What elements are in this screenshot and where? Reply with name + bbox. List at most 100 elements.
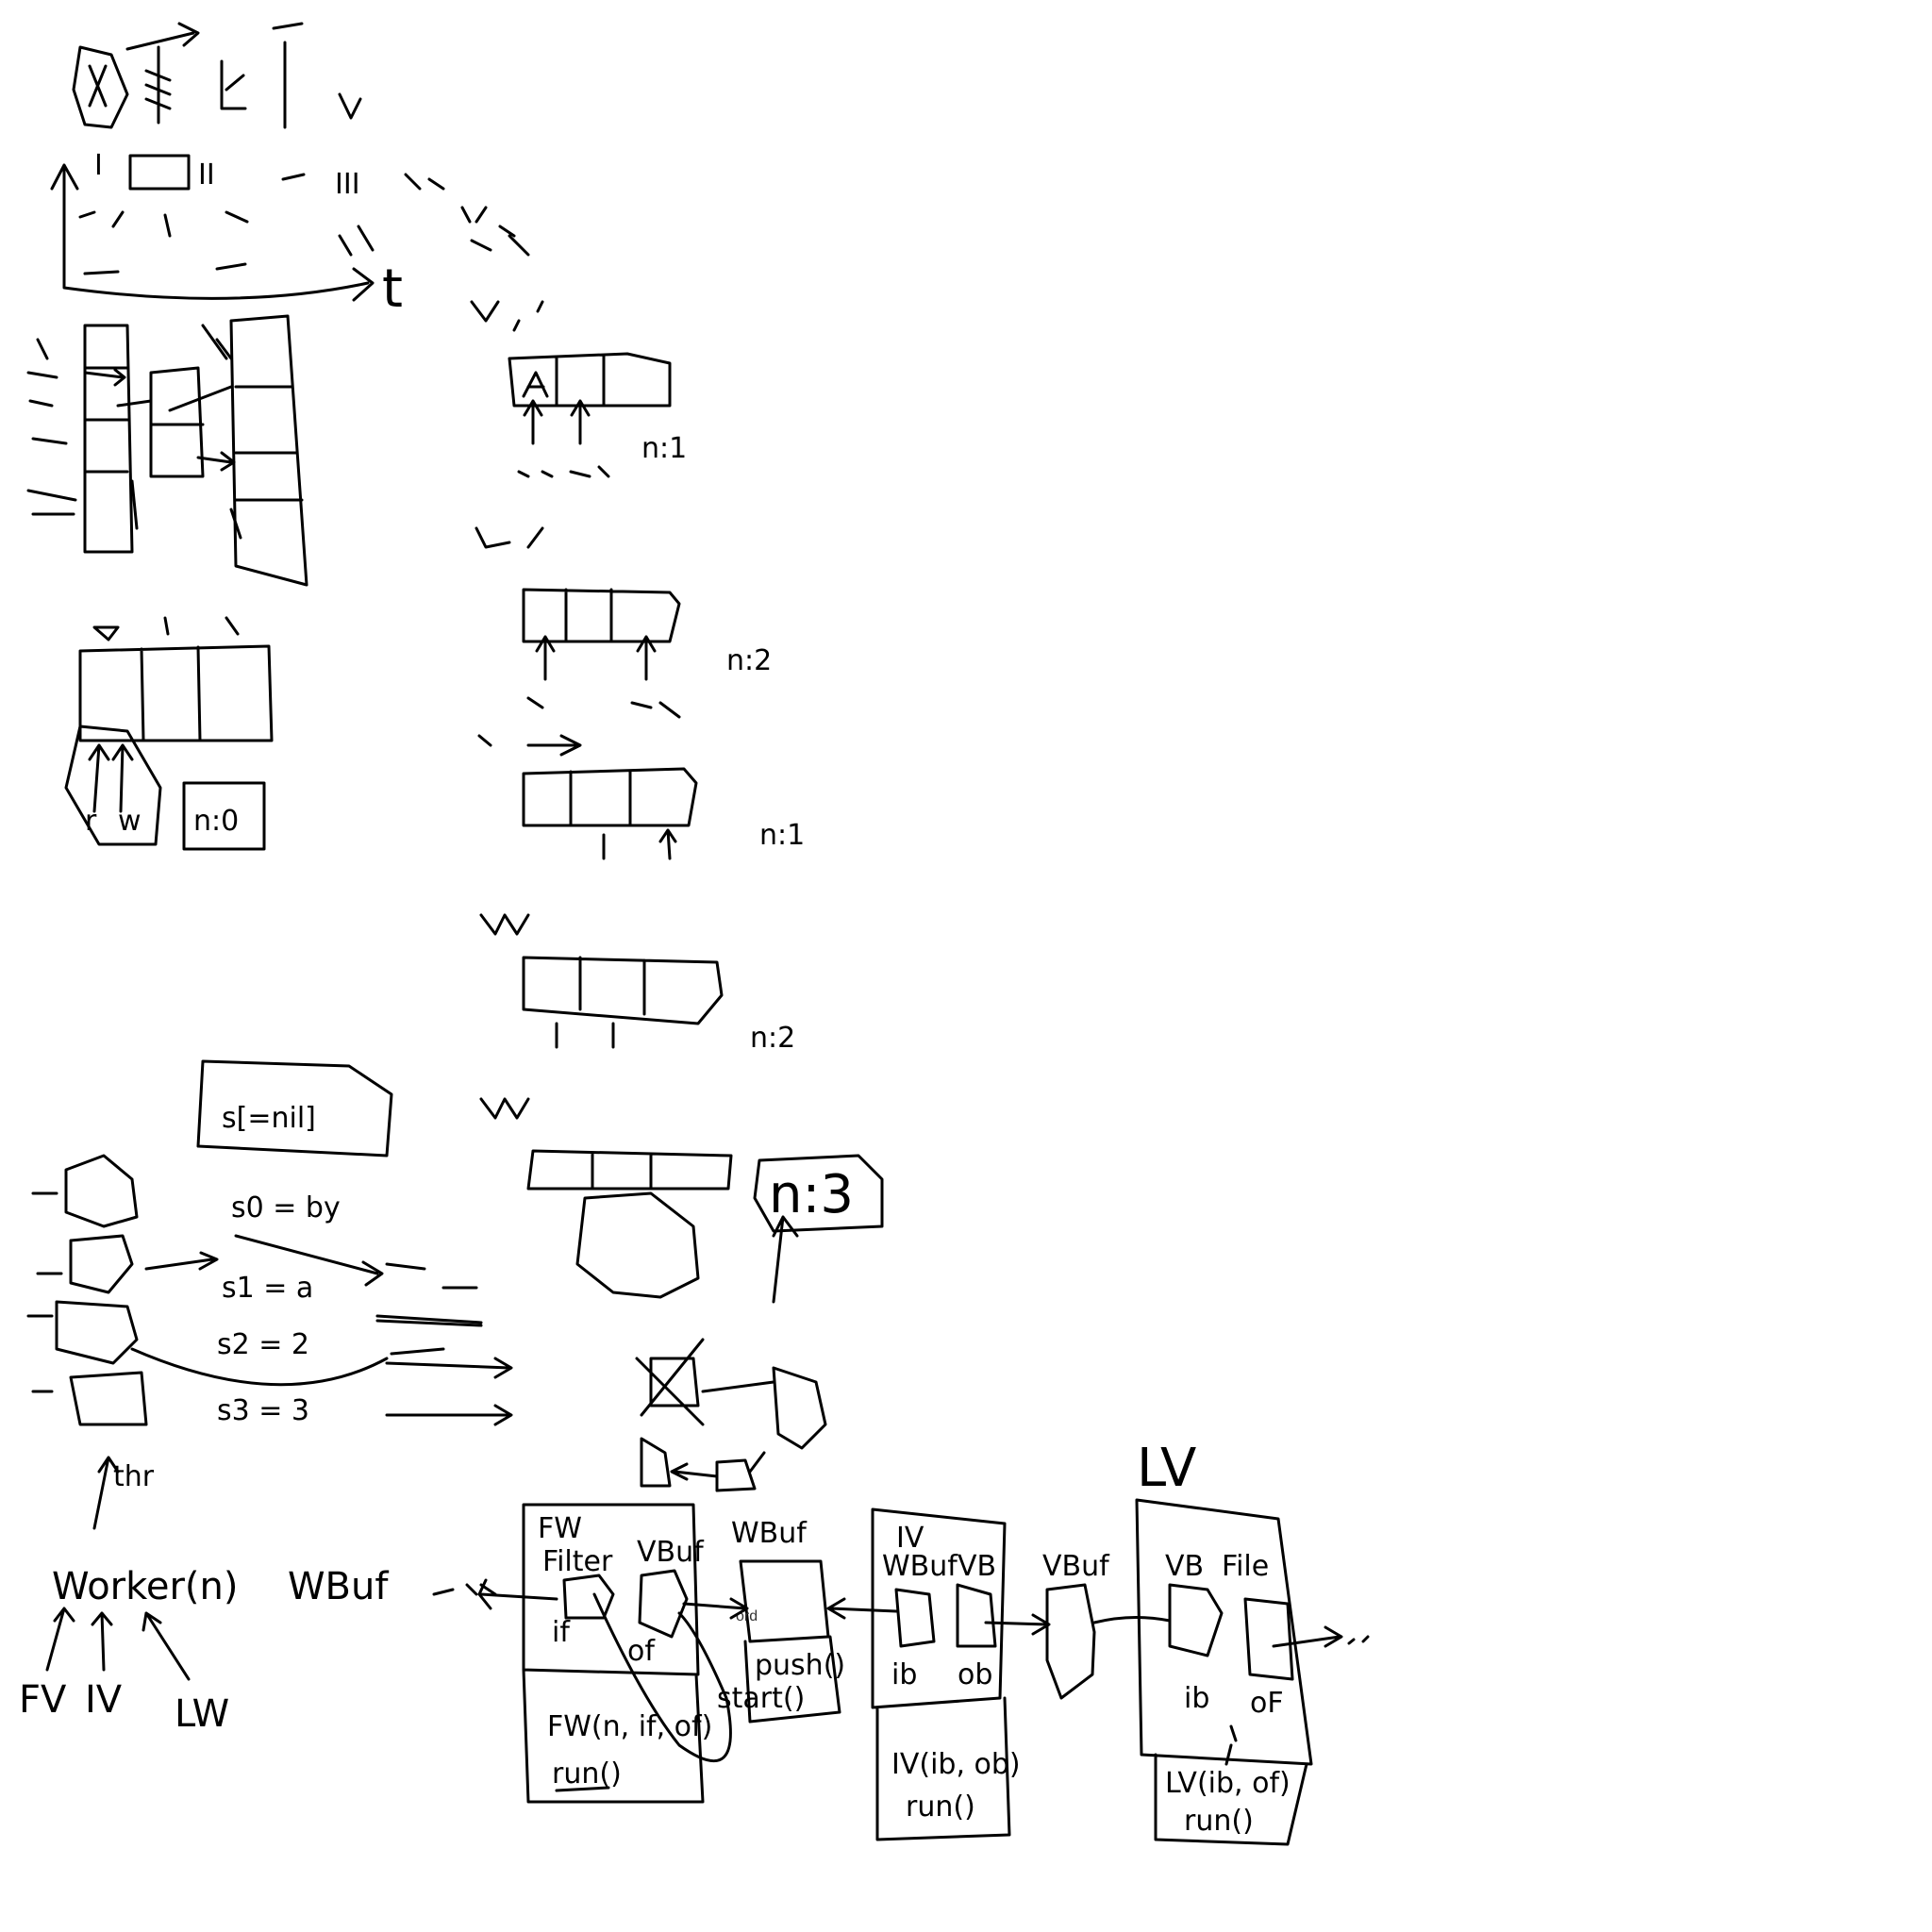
phase-label-1: I (94, 149, 103, 182)
wbuf-typed-label: ord (736, 1608, 758, 1624)
thr-arrow (92, 1456, 120, 1530)
buffer-2-pointer-labels (526, 696, 681, 719)
worker-wbuf: WBuf (288, 1565, 389, 1608)
phase-label-2: II (198, 158, 215, 192)
fw-block (522, 1503, 705, 1804)
pointer-arrows (88, 743, 134, 813)
iv-label: IV (896, 1522, 924, 1555)
fw-vbuf-label: VBuf (637, 1536, 705, 1569)
lv-output-port (1243, 1597, 1294, 1681)
iv-block (871, 1507, 1011, 1841)
fw-run: run() (552, 1757, 622, 1790)
crossed-box-icon (635, 1338, 705, 1426)
buffer-states: n:1 n:2 n:1 n:2 n:3 (470, 300, 884, 1304)
fw-to-wbuf-arrow (682, 1597, 749, 1620)
buffer-1-count: n:1 (641, 432, 687, 465)
channel-sketch (26, 314, 308, 587)
right-column-box (229, 314, 308, 587)
wbuf-label: WBuf (731, 1517, 808, 1550)
trapezoid-icon (640, 1437, 672, 1488)
lv-vb-label: VB (1165, 1550, 1204, 1583)
buffer-4 (522, 956, 724, 1025)
timeline-sketch: t I II III (50, 22, 530, 320)
nil-slice-box (196, 1059, 393, 1158)
count-arrow (772, 1215, 799, 1304)
buffer-1 (508, 352, 672, 408)
op-label-scribble (477, 734, 582, 757)
slice-node-2 (69, 1234, 134, 1294)
slice-node-3 (55, 1300, 139, 1365)
fw-input-port (562, 1574, 615, 1620)
slice-node-4 (69, 1371, 148, 1426)
pipeline-sketch: FW Filter VBuf if of FW(n, if, of) run()… (477, 1438, 1370, 1846)
slice-target-scribbles (375, 1262, 483, 1356)
left-column-box (83, 324, 134, 554)
read-pointer-label: r (85, 805, 97, 838)
pointer-circle (64, 724, 162, 846)
buffer-5-count: n:3 (769, 1164, 854, 1225)
buffer-5 (526, 1149, 733, 1191)
worker-sketch: thr Worker(n) WBuf FV IV LW (19, 1456, 497, 1736)
worker-fv: FV (19, 1678, 67, 1722)
icon-links (670, 1380, 775, 1481)
small-mark-icon (338, 92, 362, 120)
lv-input-port (1168, 1583, 1224, 1657)
fw-call: FW(n, if, of) (547, 1710, 712, 1743)
timeline-scribbles (78, 173, 530, 275)
iv-call: IV(ib, ob) (891, 1748, 1021, 1781)
iv-vb-label: VB (958, 1550, 996, 1583)
lv-inner-link (1224, 1724, 1238, 1766)
iv-run: run() (906, 1790, 975, 1824)
iv-input-port (894, 1588, 936, 1648)
buffer-3 (522, 767, 698, 827)
ellipsis-mark (432, 1583, 497, 1596)
worker-iv: IV (85, 1678, 123, 1722)
fw-label: FW (538, 1512, 582, 1545)
fw-filter-label: Filter (542, 1545, 613, 1578)
buffer-1-letter (522, 371, 549, 398)
worker-lw: LW (175, 1692, 229, 1736)
fw-input-arrow (477, 1578, 558, 1610)
buffer-4-count: n:2 (750, 1022, 795, 1055)
fw-run-underline (555, 1786, 610, 1792)
timeline-box (128, 154, 191, 191)
lv-output-arrow (1272, 1625, 1370, 1648)
count-box (182, 781, 266, 851)
slice-sketch: s[=nil] s0 = by s1 = a s2 = 2 s3 = 3 (26, 1059, 513, 1427)
iv-wbuf-label: WBuf (882, 1550, 958, 1583)
buffer-4-pointers (555, 1022, 615, 1049)
op-label-scribble (470, 300, 544, 332)
wbuf-to-iv-arrow (826, 1597, 898, 1620)
slice-s1: s1 = a (222, 1272, 313, 1305)
buffer-3-pointers (602, 828, 677, 860)
iv-to-vbuf-arrow (984, 1613, 1051, 1636)
ring-buffer-box (78, 644, 274, 742)
worker-arrows (45, 1607, 191, 1681)
slice-node-1 (64, 1154, 139, 1228)
worker-call: Worker(n) (52, 1565, 238, 1608)
op-label-scribble (479, 1097, 530, 1120)
lv-run: run() (1184, 1805, 1254, 1838)
channel-arrows (83, 324, 242, 540)
buffer-5-pointer-circle (575, 1191, 700, 1299)
iv-ib-label: ib (891, 1658, 917, 1691)
phase-label-3: III (335, 168, 360, 201)
slice-s0: s0 = by (231, 1191, 341, 1224)
op-label-scribble (475, 526, 544, 549)
lv-call: LV(ib, of) (1165, 1767, 1291, 1800)
ring-buffer-sketch: r w n:0 (64, 616, 274, 851)
fw-if-label: if (552, 1616, 571, 1649)
fw-loop-curve (592, 1592, 732, 1763)
count-highlight-box (753, 1154, 884, 1233)
scribble-icon (72, 45, 129, 129)
lv-block (1135, 1498, 1313, 1846)
buffer-1-pointers (517, 399, 610, 478)
iv-ob-label: ob (958, 1658, 992, 1691)
hexagon-icon (772, 1366, 827, 1450)
flag-icon (272, 22, 304, 129)
ring-buffer-top-marks (92, 616, 240, 641)
fw-output-port (638, 1569, 689, 1639)
lv-label: LV (1137, 1438, 1196, 1499)
vbuf-to-lv-arrow (1092, 1615, 1172, 1624)
